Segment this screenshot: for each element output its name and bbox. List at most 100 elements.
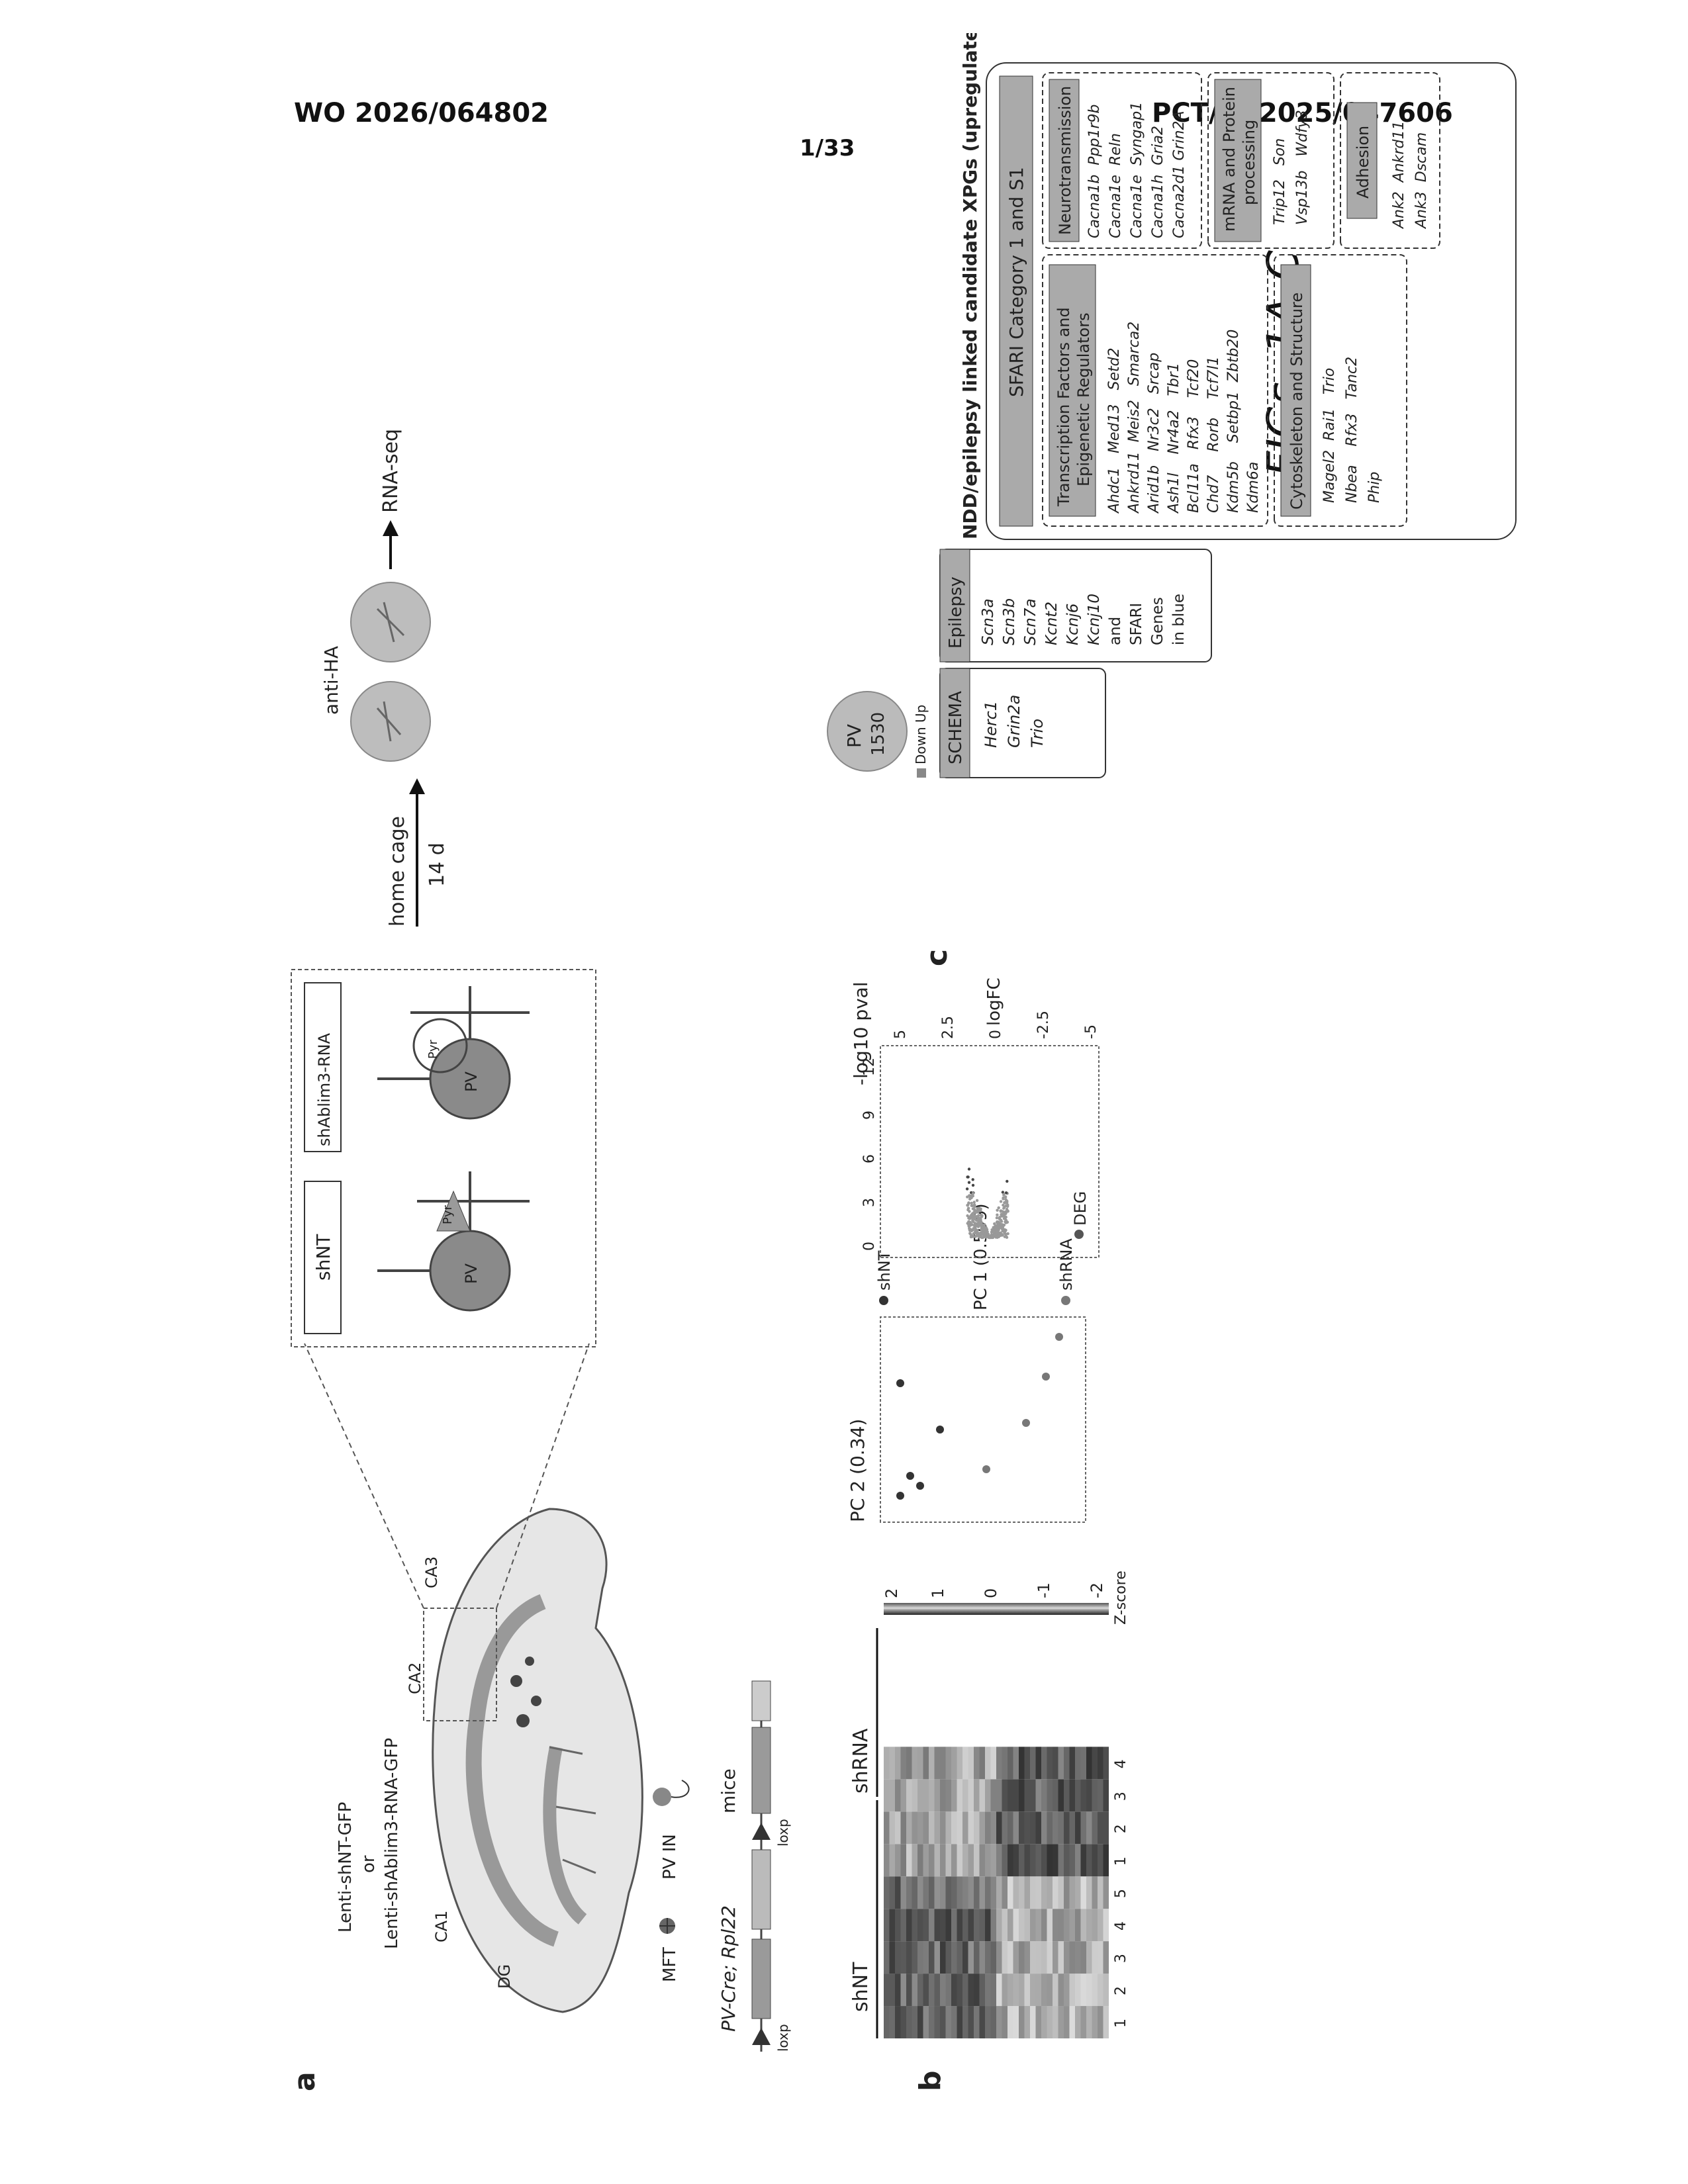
timeline-arrow-1-head — [409, 778, 425, 794]
heatmap-cell — [1008, 1844, 1013, 1876]
heatmap-cell — [1041, 1811, 1047, 1844]
heatmap-cell — [935, 1844, 941, 1876]
home-cage-label: home cage — [386, 816, 409, 927]
heatmap-cell — [1098, 1811, 1103, 1844]
sample-number: 2 — [1113, 1824, 1129, 1833]
volcano-point — [972, 1227, 974, 1230]
heatmap-cell — [980, 1844, 986, 1876]
mouse-suffix: mice — [718, 1768, 739, 1813]
heatmap-cell — [1086, 1747, 1092, 1779]
heatmap-cell — [1041, 1747, 1047, 1779]
heatmap-cell — [1064, 1876, 1070, 1909]
heatmap-cell — [1064, 1779, 1070, 1811]
inset-shrna-label: shAblim3-RNA — [315, 1032, 334, 1146]
heatmap-cell — [929, 1844, 935, 1876]
heatmap-cell — [957, 1811, 963, 1844]
heatmap-cell — [1030, 1909, 1036, 1941]
volcano-point — [1006, 1236, 1008, 1238]
heatmap-cell — [906, 2006, 912, 2038]
heatmap-cell — [901, 1811, 907, 1844]
volcano-x-tick: -5 — [1083, 1024, 1100, 1039]
heatmap-cell — [951, 1876, 957, 1909]
heatmap-cell — [1081, 1974, 1087, 2006]
heatmap-cell — [1008, 1941, 1013, 1974]
heatmap-cell — [980, 2006, 986, 2038]
heatmap-cell — [991, 2006, 997, 2038]
epilepsy-gene: in blue — [1170, 594, 1188, 645]
heatmap-cell — [890, 1747, 896, 1779]
heatmap-cell — [957, 2006, 963, 2038]
heatmap-cell — [1047, 1909, 1053, 1941]
sample-number: 1 — [1113, 2019, 1129, 2028]
heatmap-cell — [901, 1941, 907, 1974]
heatmap-cell — [991, 1811, 997, 1844]
volcano-point — [970, 1230, 973, 1232]
heatmap-cell — [1098, 1941, 1103, 1974]
heatmap-cell — [895, 1909, 901, 1941]
heatmap-cell — [1019, 1844, 1025, 1876]
heatmap-cell — [884, 1941, 890, 1974]
heatmap-cell — [1047, 2006, 1053, 2038]
heatmap-cell — [1092, 1747, 1098, 1779]
heatmap-cell — [1008, 1909, 1013, 1941]
heatmap-cell — [962, 1876, 968, 1909]
tf-gene-list: Ahdc1 Med13 Setd2Ankrd11 Meis2 Smarca2Ar… — [1106, 322, 1262, 514]
neuro-gene-row: Cacna2d1 Grin2A — [1171, 111, 1188, 238]
heatmap-cell — [912, 1779, 918, 1811]
heatmap-cell — [1008, 2006, 1013, 2038]
pca-point — [982, 1465, 990, 1473]
zscore-tick-1: 1 — [929, 1588, 947, 1598]
panel-c-title: NDD/epilepsy linked candidate XPGs (upre… — [959, 33, 981, 539]
heatmap-cell — [890, 2006, 896, 2038]
tf-gene-row: Ash1l Nr4a2 Tbr1 — [1166, 363, 1182, 514]
heatmap-cell — [974, 2006, 980, 2038]
heatmap-cell — [974, 1779, 980, 1811]
heatmap-cell — [1103, 1844, 1109, 1876]
panel-b-letter: b — [914, 2071, 947, 2092]
adhesion-gene-list: Ank2 Ankrd11Ank3 Dscam — [1391, 121, 1430, 230]
volcano-y-tick: 3 — [861, 1198, 878, 1207]
volcano-point — [996, 1216, 998, 1219]
heatmap-cell — [1064, 1811, 1070, 1844]
heatmap-cell — [929, 1811, 935, 1844]
heatmap-cell — [968, 1909, 974, 1941]
sample-number: 3 — [1113, 1954, 1129, 1963]
zoom-line-top — [305, 1343, 424, 1608]
heatmap-cell — [1047, 1811, 1053, 1844]
heatmap-cell — [1058, 1779, 1064, 1811]
heatmap-cell — [1058, 1747, 1064, 1779]
epilepsy-header: Epilepsy — [946, 576, 966, 649]
heatmap-cell — [1036, 1909, 1042, 1941]
heatmap-cell — [1103, 2006, 1109, 2038]
panel-c-letter: c — [920, 949, 954, 966]
volcano-point — [976, 1216, 979, 1218]
heatmap-cell — [1013, 1811, 1019, 1844]
heatmap-cell — [1019, 1811, 1025, 1844]
heatmap-cell — [1092, 1909, 1098, 1941]
heatmap-cell — [884, 1844, 890, 1876]
heatmap-cell — [1047, 1974, 1053, 2006]
heatmap-cell — [901, 1974, 907, 2006]
heatmap-cell — [1036, 1941, 1042, 1974]
tf-header-2: Epigenetic Regulators — [1074, 312, 1093, 486]
heatmap-cell — [1013, 1974, 1019, 2006]
epilepsy-gene: Kcnt2 — [1043, 602, 1060, 645]
volcano-point — [988, 1236, 991, 1239]
heatmap-cell — [935, 1941, 941, 1974]
heatmap-cell — [1081, 1747, 1087, 1779]
sample-number: 5 — [1113, 1889, 1129, 1898]
volcano-point — [972, 1192, 974, 1195]
epilepsy-gene: Kcnj10 — [1086, 594, 1103, 645]
tf-gene-row: Kdm6a — [1245, 462, 1262, 513]
tf-gene-row: Chd7 Rorb Tcf7l1 — [1205, 356, 1222, 513]
mrna-gene-row: Vsp13b Wdfy3 — [1294, 110, 1311, 225]
region-ca1: CA1 — [432, 1911, 451, 1942]
volcano-point — [968, 1232, 971, 1234]
volcano-point — [994, 1228, 996, 1230]
volcano-point — [968, 1167, 970, 1170]
heatmap-cell — [923, 1876, 929, 1909]
heatmap-cell — [1019, 2006, 1025, 2038]
virus-or: or — [359, 1855, 379, 1873]
mrna-gene-row: Trip12 Son — [1272, 138, 1288, 225]
heatmap-cell — [946, 1811, 952, 1844]
